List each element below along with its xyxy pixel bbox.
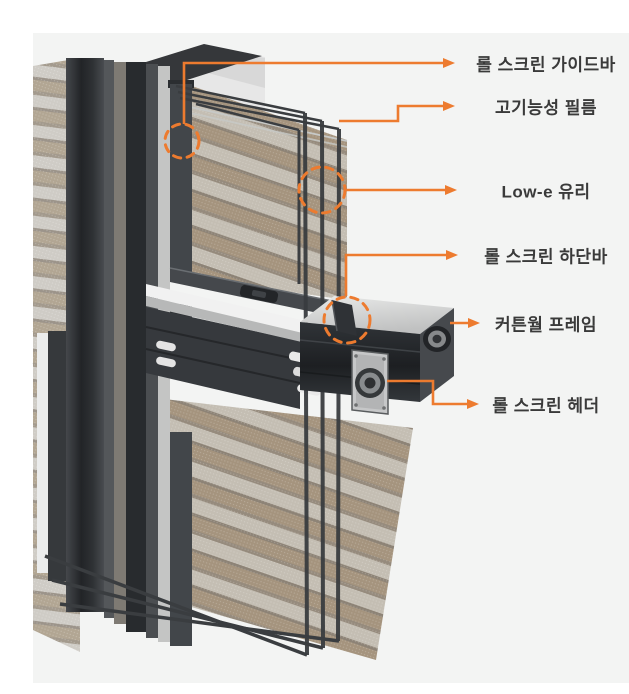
- render-scene: [32, 44, 454, 660]
- leader-film: [339, 101, 455, 123]
- roller-tube-axle: [364, 377, 376, 389]
- leader-guide-bar: [182, 58, 455, 124]
- bottom-bar-end-edge: [331, 299, 338, 332]
- glass-pane-bottom-edges: [44, 554, 340, 657]
- bottom-bar-highlight: [169, 267, 338, 303]
- roll-screen-header-assembly: [351, 349, 389, 415]
- sill-under: [146, 296, 345, 352]
- marker-circle-glass: [297, 165, 347, 215]
- bottom-bar-end-wedge: [332, 300, 357, 336]
- mullion-strip-2: [126, 62, 146, 632]
- transom-groove-1: [145, 326, 301, 361]
- leader-bottom-bar: [344, 250, 458, 296]
- inner-sash-top: [195, 102, 300, 132]
- housing-screw-3: [354, 403, 358, 407]
- housing-screw-1: [354, 354, 358, 358]
- sill-top: [146, 284, 345, 343]
- marker-circle-bottom-bar: [322, 295, 372, 345]
- far-white-frame: [37, 333, 48, 573]
- marker-circle-guide-bar: [163, 122, 201, 160]
- roll-screen-guide-bar-upper: [170, 84, 192, 280]
- pane-top-edge-2: [177, 90, 323, 123]
- roll-screen-guide-bar-lower: [170, 432, 192, 646]
- annotations: [163, 58, 480, 409]
- leader-header: [387, 379, 479, 409]
- pane-top-edge-1: [175, 84, 306, 115]
- cavity-slot-4: [156, 340, 176, 352]
- pane-bottom-edge-2: [51, 578, 324, 650]
- transom-groove-2: [145, 348, 301, 384]
- pane-bottom-edge-1: [44, 554, 308, 657]
- pane-bottom-edge-3: [59, 602, 340, 643]
- rolled-screen-edge: [114, 62, 126, 624]
- housing-screw-4: [382, 406, 386, 410]
- bottom-bar-handle-inner: [251, 290, 267, 298]
- frame-box-sheen-1: [299, 339, 421, 353]
- mullion-strip-1: [104, 60, 114, 618]
- far-dark-sash: [48, 331, 66, 581]
- frame-bolt-hole-center: [432, 334, 442, 344]
- main-mullion: [66, 58, 104, 612]
- cavity-slot-5: [156, 356, 176, 368]
- pane-top-edge-3: [179, 96, 340, 131]
- housing-screw-2: [382, 357, 386, 361]
